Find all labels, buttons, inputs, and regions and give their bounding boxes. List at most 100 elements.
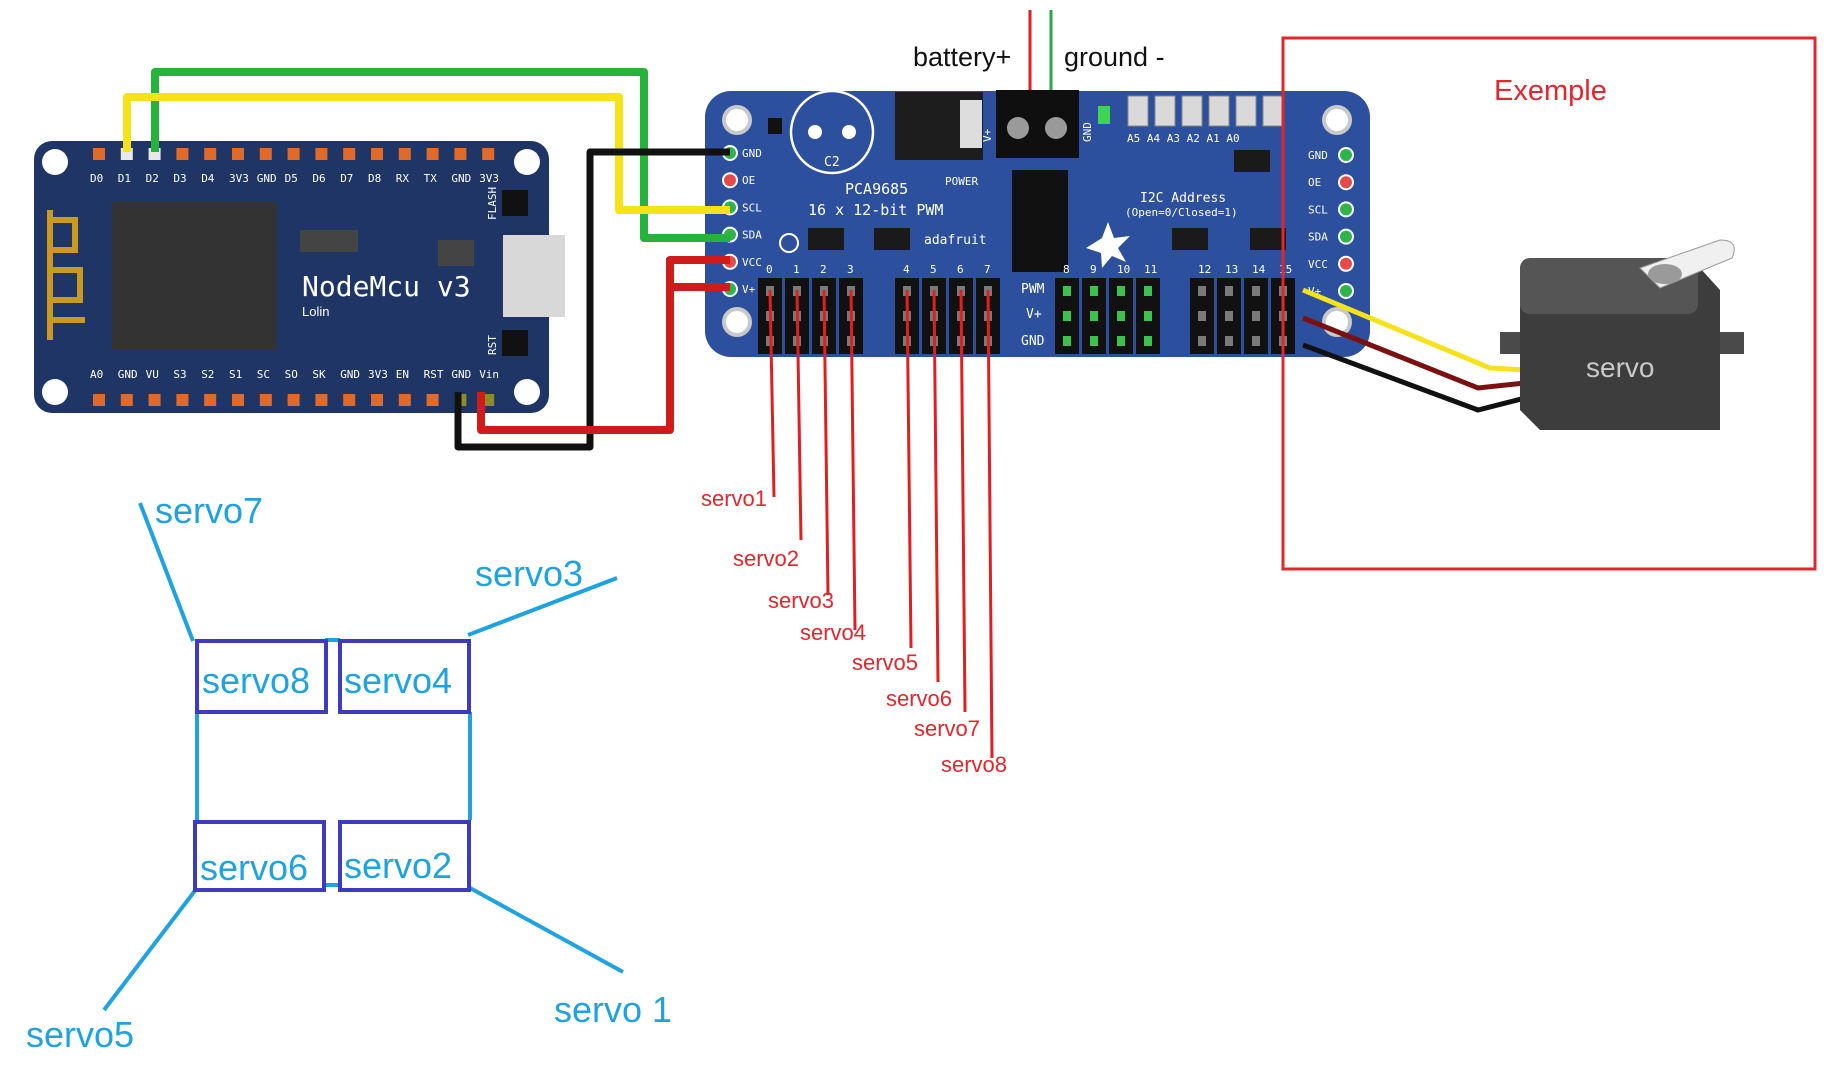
- address-jumper-pad: [1127, 95, 1149, 127]
- header-pin: [371, 148, 383, 160]
- servo-box: [338, 820, 471, 892]
- header-pin: [287, 394, 300, 406]
- header-pin: [1117, 311, 1125, 321]
- channel-line: [795, 289, 803, 541]
- pin-label: SCL: [742, 201, 762, 214]
- header-pin: [1117, 286, 1125, 296]
- header-pin: [204, 148, 217, 160]
- channel-label: servo4: [800, 620, 866, 645]
- pin-label: D7: [340, 172, 353, 185]
- channel-number: 8: [1063, 263, 1070, 276]
- channel-number: 1: [793, 263, 800, 276]
- channel-label: servo7: [914, 716, 980, 741]
- pin-label: GND: [451, 368, 471, 381]
- pin-label: GND: [1308, 149, 1328, 162]
- pin-label: D4: [201, 172, 215, 185]
- header-pin: [343, 394, 356, 406]
- pin-label: GND: [340, 368, 360, 381]
- channel-number: 2: [820, 263, 827, 276]
- channel-number: 9: [1090, 263, 1097, 276]
- header-pin: [426, 148, 439, 160]
- channel-line: [905, 289, 913, 649]
- row-label-vplus: V+: [1026, 307, 1042, 322]
- header-pin: [1198, 336, 1206, 346]
- pca9685-board: C2 POWER V+ GND A5 A4 A3 A2 A1 A0 I2C Ad…: [705, 89, 1370, 357]
- address-jumper-pad: [1154, 95, 1176, 127]
- chip-name: PCA9685: [845, 180, 908, 198]
- pin-label: 3V3: [479, 172, 499, 185]
- header-pin: [315, 148, 328, 160]
- address-jumper-pad: [1208, 95, 1230, 127]
- pin-label: D5: [285, 172, 298, 185]
- address-jumper-pad: [1235, 95, 1257, 127]
- box-label: servo4: [344, 660, 452, 701]
- header-pin: [287, 148, 300, 160]
- pin-label: D8: [368, 172, 381, 185]
- servo-yellow-wire: [1302, 287, 1526, 373]
- header-pin: [426, 394, 439, 406]
- channel-line: [768, 289, 776, 498]
- pin-label: S1: [229, 368, 242, 381]
- header-pin: [1090, 311, 1098, 321]
- pin-label: V+: [742, 283, 756, 296]
- header-pin: [1090, 286, 1098, 296]
- header-pin: [1338, 201, 1354, 218]
- ground-label: ground -: [1064, 42, 1165, 72]
- pin-label: GND: [118, 368, 138, 381]
- pin-label: D1: [118, 172, 131, 185]
- servo-red-wire: [1302, 315, 1526, 391]
- leg-label: servo5: [26, 1014, 134, 1055]
- header-pin: [1090, 336, 1098, 346]
- pin-label: D2: [146, 172, 159, 185]
- channel-number: 12: [1198, 263, 1211, 276]
- pin-label: D6: [312, 172, 325, 185]
- header-pin: [204, 394, 217, 406]
- channel-label: servo6: [886, 686, 952, 711]
- nodemcu-maker: Lolin: [302, 304, 329, 319]
- header-pin: [1144, 336, 1152, 346]
- leg-label: servo 1: [554, 989, 672, 1030]
- servo-box: [338, 639, 471, 714]
- terminal-vplus: V+: [981, 128, 994, 142]
- black-wire-gnd: [454, 148, 730, 451]
- channel-line: [986, 289, 994, 759]
- channel-label: servo3: [768, 588, 834, 613]
- channel-line: [822, 289, 830, 596]
- header-pin: [1225, 286, 1233, 296]
- header-pin: [176, 148, 189, 160]
- channel-number: 10: [1117, 263, 1130, 276]
- channel-number: 5: [930, 263, 937, 276]
- channel-line: [849, 289, 857, 631]
- header-pin: [1225, 336, 1233, 346]
- leg-label: servo3: [475, 553, 583, 594]
- header-pin: [1225, 311, 1233, 321]
- box-label: servo8: [202, 660, 310, 701]
- channel-label: servo5: [852, 650, 918, 675]
- header-pin: [1198, 311, 1206, 321]
- header-pin: [1063, 336, 1071, 346]
- i2c-address-title: I2C Address: [1140, 191, 1226, 206]
- servo-box: [195, 639, 328, 714]
- servo-channel-labels: servo1 servo2 servo3 servo4 servo5 servo…: [701, 486, 1007, 777]
- channel-number: 14: [1252, 263, 1266, 276]
- header-pin: [1117, 336, 1125, 346]
- header-pin: [93, 148, 105, 160]
- header-pin: [482, 394, 495, 406]
- pin-label: GND: [257, 172, 277, 185]
- channel-number: 4: [903, 263, 910, 276]
- pin-label: RST: [424, 368, 444, 381]
- header-pin: [482, 148, 495, 160]
- header-pin: [232, 148, 244, 160]
- pin-label: OE: [742, 174, 755, 187]
- pin-label: SC: [257, 368, 270, 381]
- header-pin: [1338, 228, 1354, 245]
- header-pin: [120, 394, 133, 406]
- box-label: servo6: [200, 847, 308, 888]
- header-pin: [232, 394, 244, 406]
- leg-line: [467, 576, 618, 637]
